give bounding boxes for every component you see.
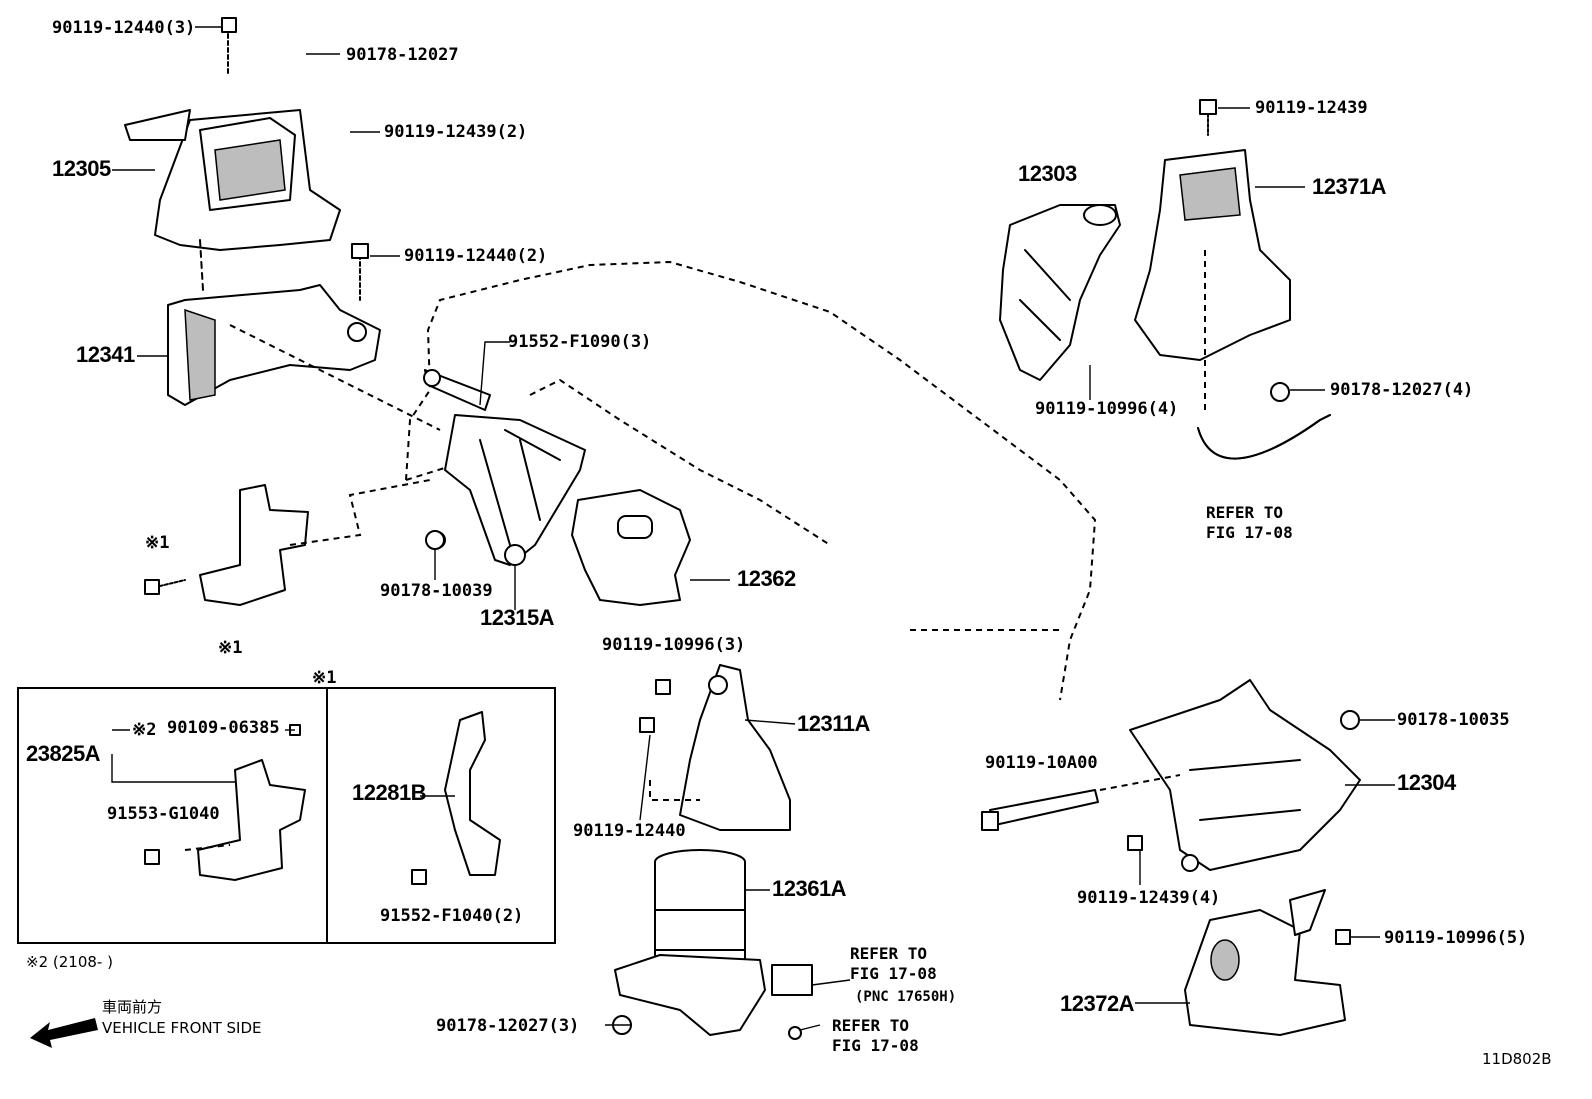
label-90119-10996-5[interactable]: 90119-10996(5) [1384, 928, 1528, 948]
bracket-12315a-shape [423, 369, 586, 566]
mark-1-box: ※1 [312, 668, 337, 688]
label-12304[interactable]: 12304 [1397, 770, 1456, 795]
refer-fig-17-08-upper[interactable]: REFER TO FIG 17-08 [1206, 503, 1293, 542]
label-12362[interactable]: 12362 [737, 566, 796, 591]
refer-fig-17-08-mid[interactable]: REFER TO FIG 17-08 [850, 944, 937, 983]
label-12372a[interactable]: 12372A [1060, 991, 1135, 1016]
label-12305[interactable]: 12305 [52, 156, 111, 181]
label-12361a[interactable]: 12361A [772, 876, 847, 901]
shield-23825a-top-shape [144, 479, 431, 606]
label-90178-12027[interactable]: 90178-12027 [346, 45, 459, 65]
label-90178-10035[interactable]: 90178-10035 [1397, 710, 1510, 730]
sensor-shape [771, 964, 813, 1040]
label-12315a[interactable]: 12315A [480, 605, 555, 630]
mount-12371a-shape [1134, 99, 1331, 460]
label-23825a[interactable]: 23825A [26, 741, 101, 766]
label-12371a[interactable]: 12371A [1312, 174, 1387, 199]
label-90178-12027-4[interactable]: 90178-12027(4) [1330, 380, 1474, 400]
note-2-date: ※2 (2108- ) [26, 953, 113, 971]
label-90119-12440-3[interactable]: 90119-12440(3) [52, 18, 196, 38]
plate-12362-shape [571, 489, 691, 606]
label-12311a[interactable]: 12311A [797, 711, 870, 736]
label-91553-g1040[interactable]: 91553-G1040 [107, 804, 220, 824]
front-label-jp: 車両前方 [102, 998, 163, 1016]
label-91552-f1090-3[interactable]: 91552-F1090(3) [508, 332, 652, 352]
mark-1-top: ※1 [145, 533, 170, 553]
pnc-17650h: (PNC 17650H) [855, 989, 957, 1005]
mark-2: ※2 [132, 720, 157, 740]
diagram-code: 11D802B [1482, 1050, 1552, 1068]
label-90178-10039[interactable]: 90178-10039 [380, 581, 493, 601]
mount-12361a-shape [612, 849, 766, 1036]
bracket-12311a-shape [639, 664, 791, 831]
label-90178-12027-3[interactable]: 90178-12027(3) [436, 1016, 580, 1036]
front-label-en: VEHICLE FRONT SIDE [102, 1019, 262, 1037]
leader-lines [111, 26, 1395, 1031]
label-90119-10996-4[interactable]: 90119-10996(4) [1035, 399, 1179, 419]
mount-12305-shape [124, 17, 341, 291]
inset-box [17, 687, 556, 944]
mount-12303-shape [999, 204, 1121, 381]
nut-90178-10039 [425, 530, 445, 550]
label-12303[interactable]: 12303 [1018, 161, 1077, 186]
bracket-12341-shape [167, 243, 381, 406]
label-90119-12439[interactable]: 90119-12439 [1255, 98, 1368, 118]
mark-1-bottom: ※1 [218, 638, 243, 658]
label-12281b[interactable]: 12281B [352, 780, 427, 805]
engine-outline [405, 260, 1097, 701]
front-arrow-icon [30, 1018, 98, 1048]
label-90109-06385[interactable]: 90109-06385 [167, 718, 280, 738]
label-12341[interactable]: 12341 [76, 342, 135, 367]
label-91552-f1040-2[interactable]: 91552-F1040(2) [380, 906, 524, 926]
refer-fig-17-08-lower[interactable]: REFER TO FIG 17-08 [832, 1016, 919, 1055]
label-90119-10996-3[interactable]: 90119-10996(3) [602, 635, 746, 655]
label-90119-12439-4[interactable]: 90119-12439(4) [1077, 888, 1221, 908]
mount-12304-shape [981, 679, 1361, 872]
label-90119-12440-2[interactable]: 90119-12440(2) [404, 246, 548, 266]
label-90119-12439-2[interactable]: 90119-12439(2) [384, 122, 528, 142]
mount-12372a-shape [1184, 889, 1351, 1036]
label-90119-10a00[interactable]: 90119-10A00 [985, 753, 1098, 773]
label-90119-12440[interactable]: 90119-12440 [573, 821, 686, 841]
